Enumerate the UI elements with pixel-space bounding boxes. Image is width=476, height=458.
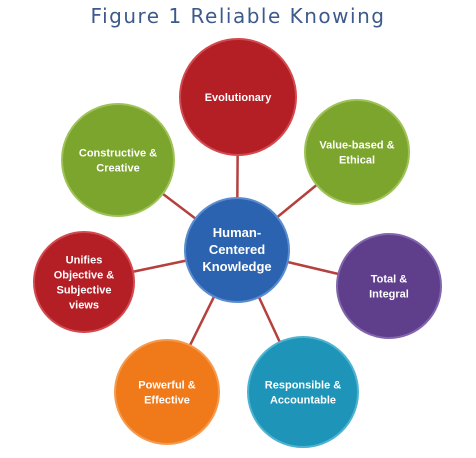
node-circle bbox=[33, 231, 135, 333]
connectors bbox=[132, 154, 339, 346]
node-powerful-effective: Powerful & Effective bbox=[114, 339, 220, 445]
connector-line-total-integral bbox=[287, 260, 339, 276]
node-value-based-ethical: Value-based & Ethical bbox=[304, 99, 410, 205]
node-label-line: Value-based & bbox=[319, 140, 394, 152]
node-label-line: Accountable bbox=[270, 395, 336, 407]
connector-line-unifies-objective-subjective bbox=[132, 259, 187, 273]
node-label-line: Powerful & bbox=[138, 380, 196, 392]
connector-line-constructive-creative bbox=[161, 192, 197, 220]
node-label-line: Centered bbox=[209, 242, 265, 257]
node-label-line: Total & bbox=[371, 274, 408, 286]
node-total-integral: Total & Integral bbox=[336, 233, 442, 339]
figure-title: Figure 1 Reliable Knowing bbox=[90, 4, 386, 28]
node-label-line: Subjective bbox=[56, 285, 111, 297]
node-label-line: Integral bbox=[369, 289, 409, 301]
node-label-line: Responsible & bbox=[265, 380, 341, 392]
node-label-line: Unifies bbox=[66, 255, 103, 267]
node-responsible-accountable: Responsible & Accountable bbox=[247, 336, 359, 448]
connector-line-powerful-effective bbox=[188, 296, 216, 346]
node-circle bbox=[184, 197, 290, 303]
node-circle bbox=[336, 233, 442, 339]
node-label-line: Human- bbox=[213, 225, 261, 240]
connector-line-responsible-accountable bbox=[257, 296, 281, 343]
node-circle bbox=[114, 339, 220, 445]
node-label-line: views bbox=[69, 300, 99, 312]
connector-line-value-based-ethical bbox=[276, 183, 318, 219]
node-label-line: Effective bbox=[144, 395, 190, 407]
node-label-line: Knowledge bbox=[202, 259, 271, 274]
node-circle bbox=[61, 103, 175, 217]
node-circle bbox=[304, 99, 410, 205]
node-label-line: Evolutionary bbox=[205, 92, 273, 104]
node-label-line: Constructive & bbox=[79, 148, 157, 160]
node-label-line: Creative bbox=[96, 163, 139, 175]
node-circle bbox=[179, 38, 297, 156]
node-constructive-creative: Constructive & Creative bbox=[61, 103, 175, 217]
node-evolutionary: Evolutionary bbox=[179, 38, 297, 156]
node-label-line: Ethical bbox=[339, 155, 375, 167]
node-label-line: Objective & bbox=[54, 270, 115, 282]
node-circle bbox=[247, 336, 359, 448]
